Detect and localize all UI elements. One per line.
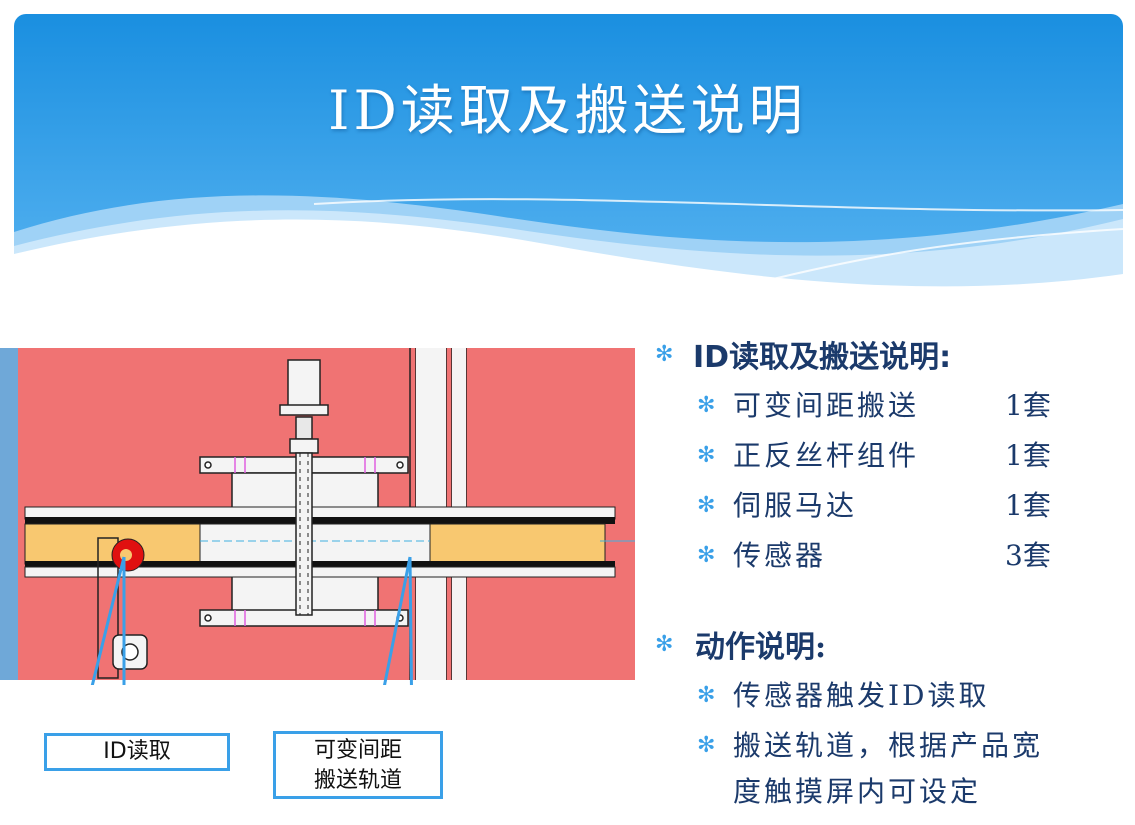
bullet-icon: ✻: [697, 733, 716, 758]
list-item-qty: 1套: [1005, 489, 1051, 522]
callout-id-read: ID读取: [44, 733, 230, 771]
page-title: ID读取及搬送说明: [328, 79, 807, 142]
bullet-icon: ✻: [697, 543, 716, 568]
bullet-icon: ✻: [697, 443, 716, 468]
bullet-icon: ✻: [655, 342, 674, 367]
bullet-icon: ✻: [697, 493, 716, 518]
list-item-qty: 1套: [1005, 439, 1051, 472]
lead-screw: [295, 452, 313, 616]
callout-variable-track: 可变间距 搬送轨道: [273, 731, 443, 799]
list-item-name: 伺服马达: [733, 489, 858, 522]
list-item-name: 正反丝杆组件: [733, 439, 920, 472]
servo-motor: [279, 359, 329, 454]
list-item-name: 传感器: [733, 539, 827, 572]
callout-track-line1: 可变间距: [313, 738, 402, 763]
callout-track-line2: 搬送轨道: [313, 768, 402, 793]
list-item: 搬送轨道，根据产品宽: [733, 729, 1044, 762]
section2-heading: 动作说明:: [695, 630, 827, 665]
conveyor-diagram: [0, 348, 635, 685]
bullet-icon: ✻: [697, 683, 716, 708]
callout-leaders: [90, 556, 413, 685]
header-wave-graphic: [14, 14, 1123, 314]
section1-heading: ID读取及搬送说明:: [693, 340, 952, 375]
list-item-qty: 1套: [1005, 389, 1051, 422]
list-item: 传感器触发ID读取: [733, 679, 990, 712]
list-item-continuation: 度触摸屏内可设定: [733, 775, 982, 808]
bullet-icon: ✻: [655, 632, 674, 657]
pink-markers: [234, 457, 376, 626]
bullet-icon: ✻: [697, 393, 716, 418]
id-reader: [97, 537, 148, 679]
left-edge-bar: [0, 348, 18, 680]
list-item-qty: 3套: [1005, 539, 1051, 572]
list-item-name: 可变间距搬送: [733, 389, 920, 422]
header-banner: [14, 14, 1123, 314]
